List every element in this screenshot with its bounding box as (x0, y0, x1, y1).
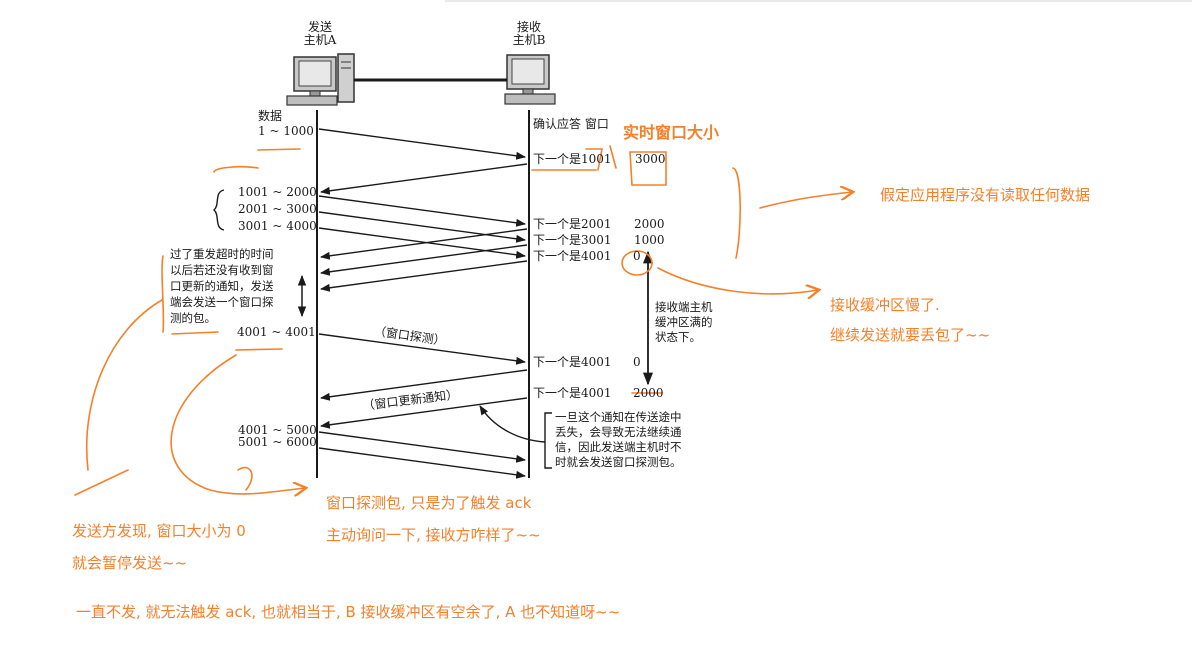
window-value-2: 2000 (634, 217, 665, 231)
curve-sender-finds (85, 299, 163, 471)
arrow-ack-4 (320, 260, 528, 292)
seg-label-6: 5001 ~ 6000 (238, 435, 317, 449)
hook-probe (237, 466, 253, 491)
arrow-ack-3 (320, 244, 528, 276)
arrow-seg-5 (318, 431, 526, 463)
brace-right (732, 167, 741, 259)
sender-host-line2: 主机A (303, 33, 337, 47)
receiver-computer-icon (504, 54, 556, 105)
seg-label-1: 1 ~ 1000 (258, 124, 314, 138)
arrow-ack-2 (320, 228, 528, 260)
orange-annotations (74, 145, 852, 496)
tick-sender-finds (74, 469, 129, 496)
arrow-seg-6 (318, 447, 526, 479)
annotation-app-not-reading: 假定应用程序没有读取任何数据 (880, 186, 1091, 204)
ack-window-header: 确认应答 窗口 (533, 117, 609, 131)
receiver-host-line1: 接收 (516, 20, 541, 34)
seg-label-3: 2001 ~ 3000 (238, 202, 317, 216)
segment-group-brace (212, 189, 225, 231)
window-value-1: 3000 (635, 152, 666, 166)
annotation-bottom-note: 一直不发, 就无法触发 ack, 也就相当于, B 接收缓冲区有空余了, A 也… (76, 603, 621, 621)
ack-label-6: 下一个是4001 (533, 386, 612, 400)
arrow-seg-2 (318, 195, 526, 227)
sender-host-line1: 发送 (307, 20, 332, 34)
underline-probe-seg (235, 348, 283, 351)
arrow-seg-3 (318, 211, 526, 243)
ack-label-2: 下一个是2001 (533, 217, 612, 231)
bracket-ack-1 (585, 148, 603, 171)
ack-label-5: 下一个是4001 (533, 355, 612, 369)
window-value-6: 2000 (633, 386, 664, 400)
tick-realtime (609, 145, 617, 169)
annotation-probe-pkg-1: 窗口探测包, 只是为了触发 ack (326, 494, 532, 512)
underline-seg-1 (257, 148, 301, 151)
lost-note-bracket (544, 412, 552, 469)
circle-window-0 (621, 250, 653, 276)
buffer-full-note: 接收端主机 缓冲区满的 状态下。 (655, 300, 713, 344)
arrow-window-update (320, 397, 528, 429)
receiver-host-label: 接收 主机B (509, 21, 549, 47)
underline-timeout-note (171, 331, 219, 335)
lost-note: 一旦这个通知在传送途中 丢失，会导致无法继续通 信，因此发送端主机时不 时就会发… (555, 410, 682, 469)
seg-label-4: 3001 ~ 4000 (238, 219, 317, 233)
annotation-realtime-window: 实时窗口大小 (623, 123, 720, 142)
annotation-buffer-slow-2: 继续发送就要丢包了~~ (830, 326, 991, 344)
probe-seg-label: 4001 ~ 4001 (237, 325, 316, 339)
annotation-buffer-slow-1: 接收缓冲区慢了. (830, 296, 940, 314)
arrow-seg-1 (318, 128, 526, 160)
arrow-probe-pkg (170, 354, 305, 494)
annotation-probe-pkg-2: 主动询问一下, 接收方咋样了~~ (326, 526, 541, 544)
arrow-buffer-slow (657, 267, 818, 294)
arrow-seg-4 (318, 227, 526, 259)
window-top-edge (445, 0, 1192, 2)
annotation-sender-finds-2: 就会暂停发送~~ (72, 554, 188, 572)
lost-note-pointer (479, 405, 546, 443)
ack-label-1: 下一个是1001 (533, 152, 612, 166)
arrow-app-not-reading (759, 192, 852, 209)
ack-label-3: 下一个是3001 (533, 233, 612, 247)
bracket-timeout-note (161, 255, 165, 333)
annotation-sender-finds-1: 发送方发现, 窗口大小为 0 (72, 522, 246, 540)
sender-host-label: 发送 主机A (300, 21, 340, 47)
window-value-4: 0 (633, 249, 641, 263)
wave-timeout (213, 165, 259, 173)
seg-label-2: 1001 ~ 2000 (238, 185, 317, 199)
sender-computer-icon (286, 53, 355, 106)
seg-label-5: 4001 ~ 5000 (238, 423, 317, 437)
receiver-host-line2: 主机B (512, 33, 546, 47)
ack-label-4: 下一个是4001 (533, 249, 612, 263)
window-value-3: 1000 (634, 233, 665, 247)
data-header: 数据 (258, 109, 283, 123)
arrow-probe (318, 333, 526, 365)
timeout-note: 过了重发超时的时间 以后若还没有收到窗 口更新的通知，发送 端会发送一个窗口探 … (170, 247, 274, 325)
box-window-3000 (629, 151, 667, 186)
arrow-ack-5 (320, 369, 528, 401)
window-value-5: 0 (633, 355, 641, 369)
arrow-ack-1 (320, 163, 528, 195)
